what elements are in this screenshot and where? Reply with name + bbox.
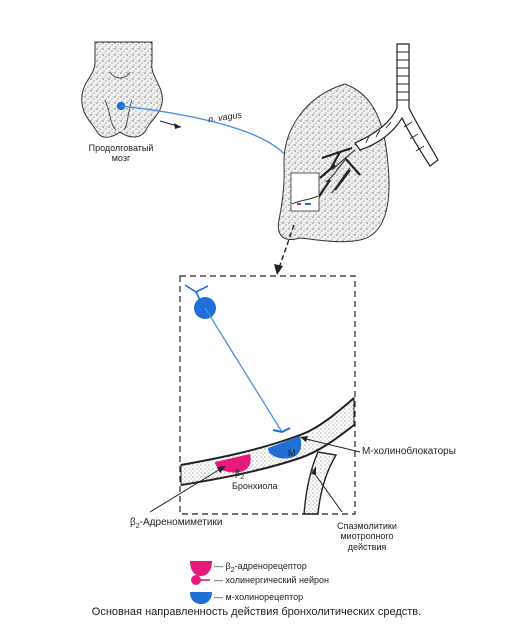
beta2-agonists-prefix: β — [130, 517, 136, 528]
legend-beta2-prefix: — β — [214, 561, 231, 571]
legend-beta2-text: -адренорецептор — [234, 561, 307, 571]
bronchiole-label: Бронхиола — [232, 481, 278, 491]
beta2-agonists-label: β2-Адреномиметики — [130, 517, 222, 531]
beta2-agonists-text: -Адреномиметики — [139, 517, 223, 528]
beta2-mark-sub: 2 — [240, 473, 245, 481]
medulla-illustration — [81, 41, 163, 138]
legend-m-receptor-icon — [190, 592, 212, 604]
spasmolytics-line1: Спазмолитики — [337, 521, 397, 531]
brain-label: Продолговатый мозг — [88, 143, 154, 164]
m-receptor-mark: М — [288, 448, 296, 458]
pointer-lines — [149, 436, 361, 513]
trachea-illustration — [354, 43, 439, 167]
beta2-agonists-sub: 2 — [135, 523, 140, 530]
figure-caption: Основная направленность действия бронхол… — [91, 606, 422, 618]
direction-arrow — [159, 120, 182, 129]
legend-item-m-receptor: — м-холинорецептор — [214, 592, 304, 602]
legend-neuron-icon — [191, 575, 210, 585]
beta2-mark-symbol: β — [235, 468, 241, 478]
m-cholinoreceptor — [268, 436, 302, 459]
spasmolytics-line3: действия — [347, 541, 387, 552]
spasmolytics-label: Спазмолитики миотропного действия — [324, 521, 410, 552]
brain-label-line2: мозг — [111, 153, 131, 164]
lung-illustration — [277, 83, 390, 243]
brain-label-line1: Продолговатый — [88, 143, 154, 153]
m-blockers-label: М-холиноблокаторы — [362, 446, 456, 457]
legend-icons — [190, 561, 212, 604]
legend-item-beta2: — β2-адренорецептор — [214, 561, 307, 575]
legend-beta2-sub: 2 — [230, 566, 235, 574]
detail-source-box — [290, 172, 320, 212]
cholinergic-neuron — [184, 284, 291, 434]
spasmolytics-line2: миотропного — [340, 531, 394, 542]
legend-item-neuron: — холинергический нейрон — [214, 575, 329, 585]
beta2-mark: β2 — [235, 468, 244, 482]
legend-beta2-icon — [190, 561, 212, 576]
zoom-arrow — [274, 224, 295, 275]
